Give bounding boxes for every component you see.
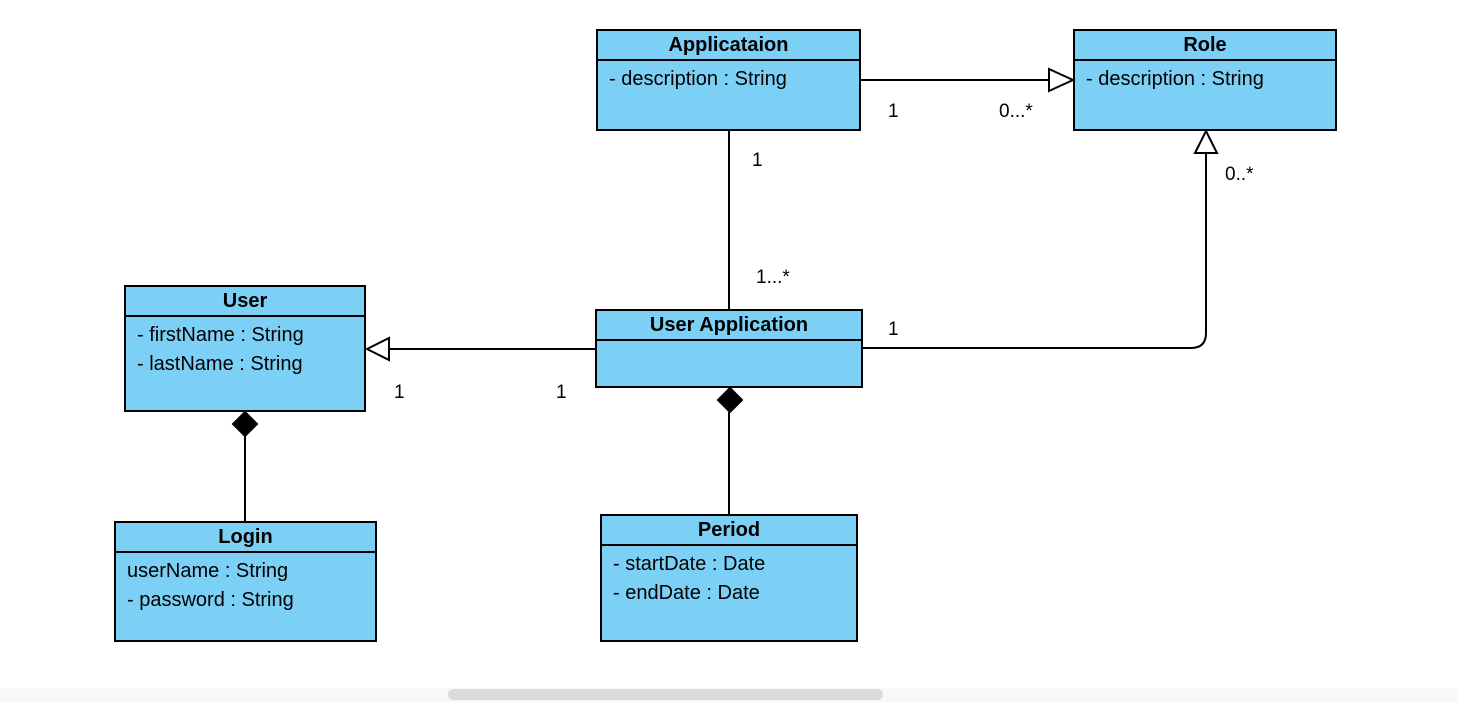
multiplicity-user-userapp-userapp-end: 1: [556, 382, 567, 403]
class-attribute: - password : String: [127, 589, 294, 611]
multiplicity-app-role-role-end: 0...*: [999, 101, 1033, 122]
class-attributes: [597, 341, 861, 345]
class-user-application[interactable]: User Application: [595, 309, 863, 388]
class-attributes: - description : String: [598, 61, 859, 94]
class-attribute: - description : String: [1086, 68, 1264, 90]
multiplicity-app-userapp-userapp-end: 1...*: [756, 267, 790, 288]
class-attributes: - description : String: [1075, 61, 1335, 94]
edge-userapplication-role: [862, 152, 1207, 349]
class-attributes: - firstName : String - lastName : String: [126, 317, 364, 379]
class-login[interactable]: Login userName : String - password : Str…: [114, 521, 377, 642]
horizontal-scrollbar-thumb[interactable]: [448, 689, 883, 700]
class-attribute: userName : String: [127, 560, 289, 582]
class-title: Period: [602, 516, 856, 546]
generalization-arrowhead-role-bottom: [1193, 128, 1219, 154]
class-title: User Application: [597, 311, 861, 341]
multiplicity-userapp-role-role-end: 0..*: [1225, 164, 1254, 185]
class-applicataion[interactable]: Applicataion - description : String: [596, 29, 861, 131]
class-role[interactable]: Role - description : String: [1073, 29, 1337, 131]
class-attribute: - startDate : Date: [613, 553, 766, 575]
multiplicity-user-userapp-user-end: 1: [394, 382, 405, 403]
class-attributes: userName : String - password : String: [116, 553, 375, 615]
class-attribute: - lastName : String: [137, 353, 303, 375]
class-attribute: - description : String: [609, 68, 787, 90]
class-title: Applicataion: [598, 31, 859, 61]
class-attributes: - startDate : Date - endDate : Date: [602, 546, 856, 608]
class-user[interactable]: User - firstName : String - lastName : S…: [124, 285, 366, 412]
class-title: User: [126, 287, 364, 317]
generalization-arrowhead-role-left: [1048, 67, 1076, 93]
composition-diamond-user: [231, 410, 259, 438]
composition-diamond-userapplication: [716, 386, 744, 414]
class-title: Login: [116, 523, 375, 553]
generalization-arrowhead-user: [364, 336, 390, 362]
class-title: Role: [1075, 31, 1335, 61]
class-attribute: - firstName : String: [137, 324, 304, 346]
multiplicity-app-role-app-end: 1: [888, 101, 899, 122]
multiplicity-app-userapp-app-end: 1: [752, 150, 763, 171]
class-period[interactable]: Period - startDate : Date - endDate : Da…: [600, 514, 858, 642]
multiplicity-userapp-role-userapp-end: 1: [888, 319, 899, 340]
class-attribute: - endDate : Date: [613, 582, 760, 604]
